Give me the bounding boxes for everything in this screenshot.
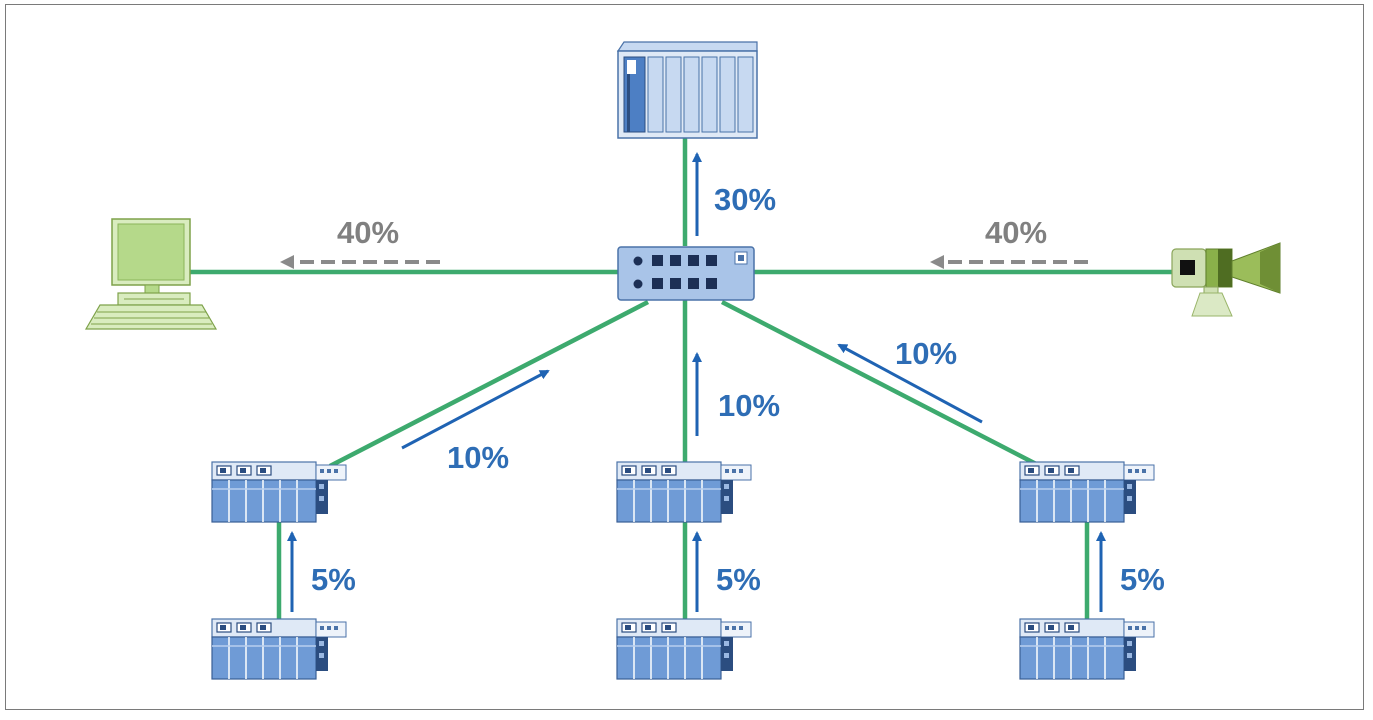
arrow-left-station [401,369,550,450]
io-station-icon [1019,461,1156,523]
computer-terminal-icon [84,218,218,330]
label-to-pc: 40% [337,215,399,250]
label-right-station: 10% [895,336,957,371]
label-left-station: 10% [447,440,509,475]
link-left-station [328,300,650,468]
label-left-io: 5% [311,562,356,597]
video-camera-icon [1171,242,1281,317]
label-right-io: 5% [1120,562,1165,597]
link-right-station [720,300,1042,468]
io-station-icon [616,461,753,523]
io-station-icon [211,461,348,523]
io-station-icon [211,618,348,680]
label-controller-up: 30% [714,182,776,217]
network-links [190,136,1172,620]
arrow-right-station [837,343,983,424]
flow-arrows [280,152,1106,612]
network-switch-icon [617,246,755,301]
diagram-frame [5,4,1364,710]
label-from-camera: 40% [985,215,1047,250]
label-center-station: 10% [718,388,780,423]
io-station-icon [1019,618,1156,680]
plc-rack-icon [616,41,758,139]
label-center-io: 5% [716,562,761,597]
io-station-icon [616,618,753,680]
